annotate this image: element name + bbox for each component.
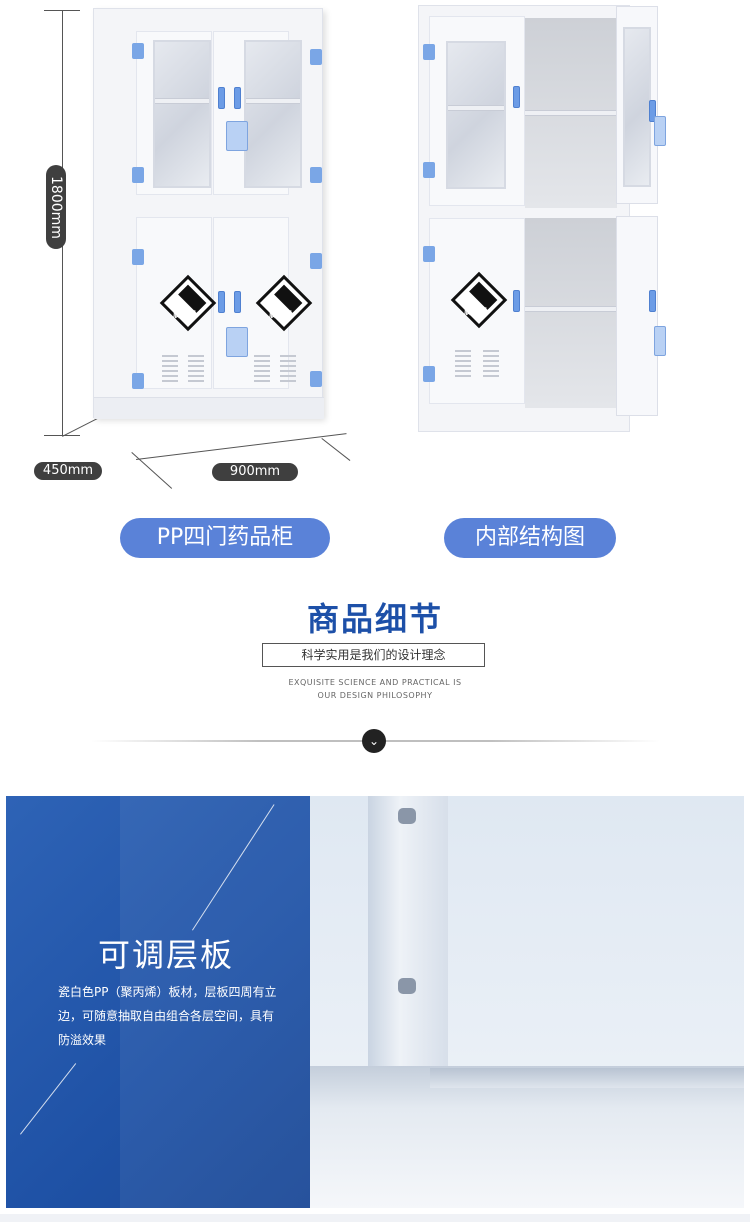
shelf-board xyxy=(310,1066,744,1208)
product-label-closed: PP四门药品柜 xyxy=(120,518,330,558)
hinge-icon xyxy=(423,246,435,262)
detail-banner: 可调层板 瓷白色PP（聚丙烯）板材，层板四周有立边，可随意抽取自由组合各层空间，… xyxy=(6,796,744,1208)
glass-panel xyxy=(153,40,211,188)
door-handle xyxy=(218,87,225,109)
width-dimension-line xyxy=(136,433,347,460)
vent-grille xyxy=(280,355,296,385)
upper-left-door xyxy=(429,16,525,206)
lock-icon xyxy=(654,326,666,356)
detail-description: 瓷白色PP（聚丙烯）板材，层板四周有立边，可随意抽取自由组合各层空间，具有防溢效… xyxy=(58,985,277,1047)
adjustment-hole xyxy=(398,978,416,994)
door-handle xyxy=(649,290,656,312)
shelf-support-post xyxy=(368,796,448,1086)
height-dimension-label: 1800mm xyxy=(46,165,66,249)
section-english-line-1: EXQUISITE SCIENCE AND PRACTICAL IS xyxy=(288,678,462,687)
upper-left-door xyxy=(136,31,212,195)
bottom-strip xyxy=(0,1214,750,1222)
height-dimension-cap-top xyxy=(44,10,80,11)
vent-grille xyxy=(162,355,178,385)
hinge-icon xyxy=(310,167,322,183)
door-handle xyxy=(513,290,520,312)
shelf-line xyxy=(448,105,504,111)
cabinet-open-interior: 腐蚀品 xyxy=(418,5,630,432)
chevron-down-icon: ⌄ xyxy=(362,729,386,753)
product-images: 1800mm 450mm 900mm 腐蚀品 腐蚀品 xyxy=(0,0,750,558)
hazard-label-right: 腐蚀品 xyxy=(269,310,293,319)
hazard-label-left: 腐蚀品 xyxy=(173,310,197,319)
width-dimension-cap-right xyxy=(321,438,351,461)
vent-grille xyxy=(483,350,499,380)
door-handle xyxy=(513,86,520,108)
adjustment-hole xyxy=(398,808,416,824)
shelf-raised-edge xyxy=(430,1068,744,1088)
section-subtitle: 科学实用是我们的设计理念 xyxy=(262,643,485,667)
door-handle xyxy=(234,87,241,109)
interior-shelf xyxy=(525,306,617,312)
hinge-icon xyxy=(310,49,322,65)
door-handle xyxy=(218,291,225,313)
cabinet-base xyxy=(94,397,324,419)
hinge-icon xyxy=(132,43,144,59)
panel-stripe xyxy=(120,796,310,1208)
vent-grille xyxy=(188,355,204,385)
interior-shelf xyxy=(525,110,617,116)
hinge-icon xyxy=(423,44,435,60)
door-handle xyxy=(649,100,656,122)
section-english-line-2: OUR DESIGN PHILOSOPHY xyxy=(317,691,433,700)
hinge-icon xyxy=(132,249,144,265)
decorative-line xyxy=(20,1063,77,1135)
detail-text-panel: 可调层板 瓷白色PP（聚丙烯）板材，层板四周有立边，可随意抽取自由组合各层空间，… xyxy=(6,796,310,1208)
section-title: 商品细节 xyxy=(306,600,443,638)
product-label-interior: 内部结构图 xyxy=(444,518,616,558)
glass-panel xyxy=(446,41,506,189)
hinge-icon xyxy=(132,167,144,183)
interior-upper xyxy=(525,18,617,208)
vent-grille xyxy=(455,350,471,380)
shelf-detail-photo xyxy=(310,796,744,1208)
shelf-line xyxy=(246,98,300,104)
lock-box xyxy=(226,327,248,357)
hinge-icon xyxy=(310,371,322,387)
interior-lower xyxy=(525,218,617,408)
hinge-icon xyxy=(423,162,435,178)
detail-title: 可调层板 xyxy=(98,936,235,974)
depth-dimension-label: 450mm xyxy=(34,462,102,480)
lower-right-door-open xyxy=(616,216,658,416)
shelf-line xyxy=(155,98,209,104)
hinge-icon xyxy=(423,366,435,382)
width-dimension-label: 900mm xyxy=(212,463,298,481)
door-handle xyxy=(234,291,241,313)
cabinet-closed: 腐蚀品 腐蚀品 xyxy=(93,8,324,419)
lock-box xyxy=(226,121,248,151)
glass-panel xyxy=(244,40,302,188)
hinge-icon xyxy=(132,373,144,389)
glass-panel xyxy=(623,27,651,187)
hinge-icon xyxy=(310,253,322,269)
hazard-label: 腐蚀品 xyxy=(464,307,488,316)
lock-icon xyxy=(654,116,666,146)
vent-grille xyxy=(254,355,270,385)
upper-right-door xyxy=(213,31,302,195)
